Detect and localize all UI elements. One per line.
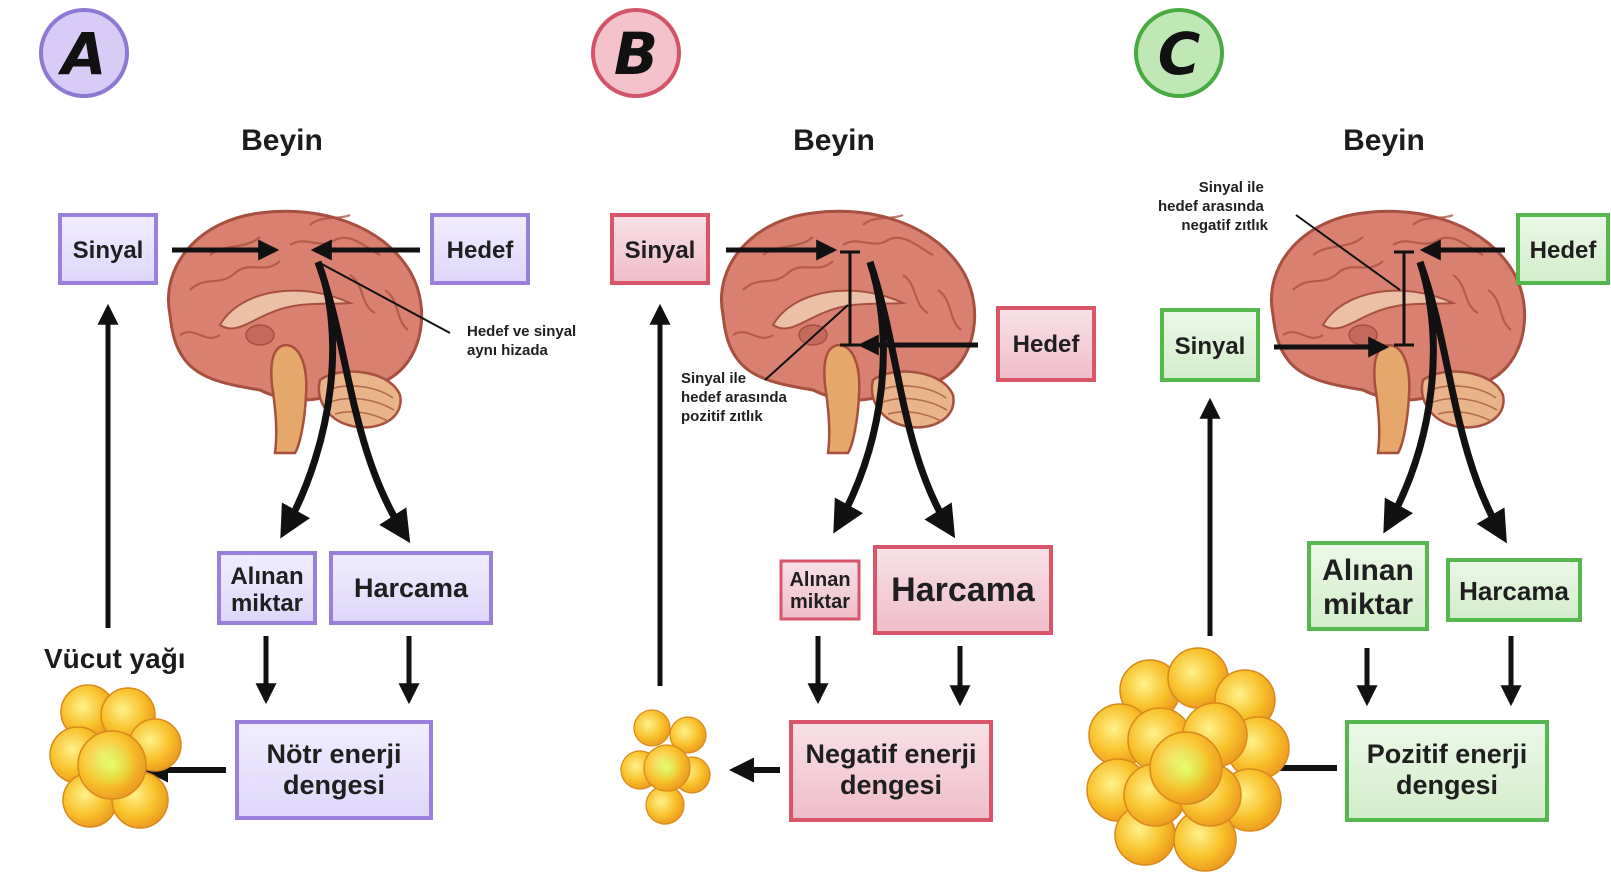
panel-a-expenditure-label: Harcama bbox=[354, 573, 469, 603]
panel-a-signal-label: Sinyal bbox=[73, 237, 144, 264]
panel-c-intake-line-1: Alınan bbox=[1322, 554, 1414, 587]
panel-b-fat-cluster bbox=[621, 710, 710, 824]
panel-b-balance-line-2: dengesi bbox=[840, 770, 942, 800]
panel-b-brain-title: Beyin bbox=[793, 124, 875, 157]
panel-a-note-line-2: aynı hizada bbox=[467, 342, 549, 359]
panel-b-expenditure-label: Harcama bbox=[891, 571, 1036, 609]
panel-c-note-line-3: negatif zıtlık bbox=[1181, 217, 1268, 234]
panel-c-signal-label: Sinyal bbox=[1175, 333, 1246, 360]
panel-a-badge: A bbox=[41, 10, 127, 96]
panel-b-note-line-1: Sinyal ile bbox=[681, 370, 746, 387]
panel-c-fat-cluster bbox=[1087, 648, 1289, 871]
panel-b-signal-label: Sinyal bbox=[625, 237, 696, 264]
panel-b-target-label: Hedef bbox=[1013, 331, 1081, 358]
panel-c-note-line-2: hedef arasında bbox=[1158, 198, 1265, 215]
panel-c-note-line-1: Sinyal ile bbox=[1199, 179, 1264, 196]
panel-a-intake-line-1: Alınan bbox=[230, 563, 303, 590]
panel-a-letter: A bbox=[58, 20, 107, 88]
panel-c-expenditure-label: Harcama bbox=[1459, 576, 1569, 606]
panel-a: A Beyin Sinyal Hedef Hedef ve sinyal ayn… bbox=[41, 10, 580, 828]
panel-c-letter: C bbox=[1158, 20, 1201, 88]
panel-c-brain-title: Beyin bbox=[1343, 124, 1425, 157]
panel-a-target-label: Hedef bbox=[447, 237, 515, 264]
panel-b-intake-line-1: Alınan bbox=[789, 569, 850, 591]
panel-c-balance-line-1: Pozitif enerji bbox=[1367, 739, 1528, 769]
panel-b-note-line-3: pozitif zıtlık bbox=[681, 408, 763, 425]
panel-b-letter: B bbox=[614, 20, 658, 88]
panel-c-note: Sinyal ile hedef arasında negatif zıtlık bbox=[1158, 179, 1269, 234]
panel-a-note-line-1: Hedef ve sinyal bbox=[467, 323, 576, 340]
panel-b-badge: B bbox=[593, 10, 679, 96]
panel-c-balance-line-2: dengesi bbox=[1396, 770, 1498, 800]
panel-b-intake-line-2: miktar bbox=[790, 591, 850, 613]
panel-a-balance-line-2: dengesi bbox=[283, 770, 385, 800]
panel-a-note: Hedef ve sinyal aynı hizada bbox=[467, 323, 580, 359]
panel-c-badge: C bbox=[1136, 10, 1222, 96]
panel-b: B Beyin Sinyal Hedef Sinyal ile hedef ar… bbox=[593, 10, 1094, 824]
panel-c-target-label: Hedef bbox=[1530, 237, 1598, 264]
panel-a-brain-title: Beyin bbox=[241, 124, 323, 157]
panel-a-balance-line-1: Nötr enerji bbox=[266, 739, 401, 769]
panel-a-intake-line-2: miktar bbox=[231, 590, 303, 617]
panel-c-intake-line-2: miktar bbox=[1323, 588, 1413, 621]
panel-a-fat-cluster bbox=[50, 685, 181, 828]
panel-c: C Beyin Hedef Sinyal Sinyal ile hedef ar… bbox=[1087, 10, 1608, 871]
panel-b-balance-line-1: Negatif enerji bbox=[805, 739, 976, 769]
panel-a-body-fat-label: Vücut yağı bbox=[44, 643, 186, 674]
panel-b-note-line-2: hedef arasında bbox=[681, 389, 788, 406]
